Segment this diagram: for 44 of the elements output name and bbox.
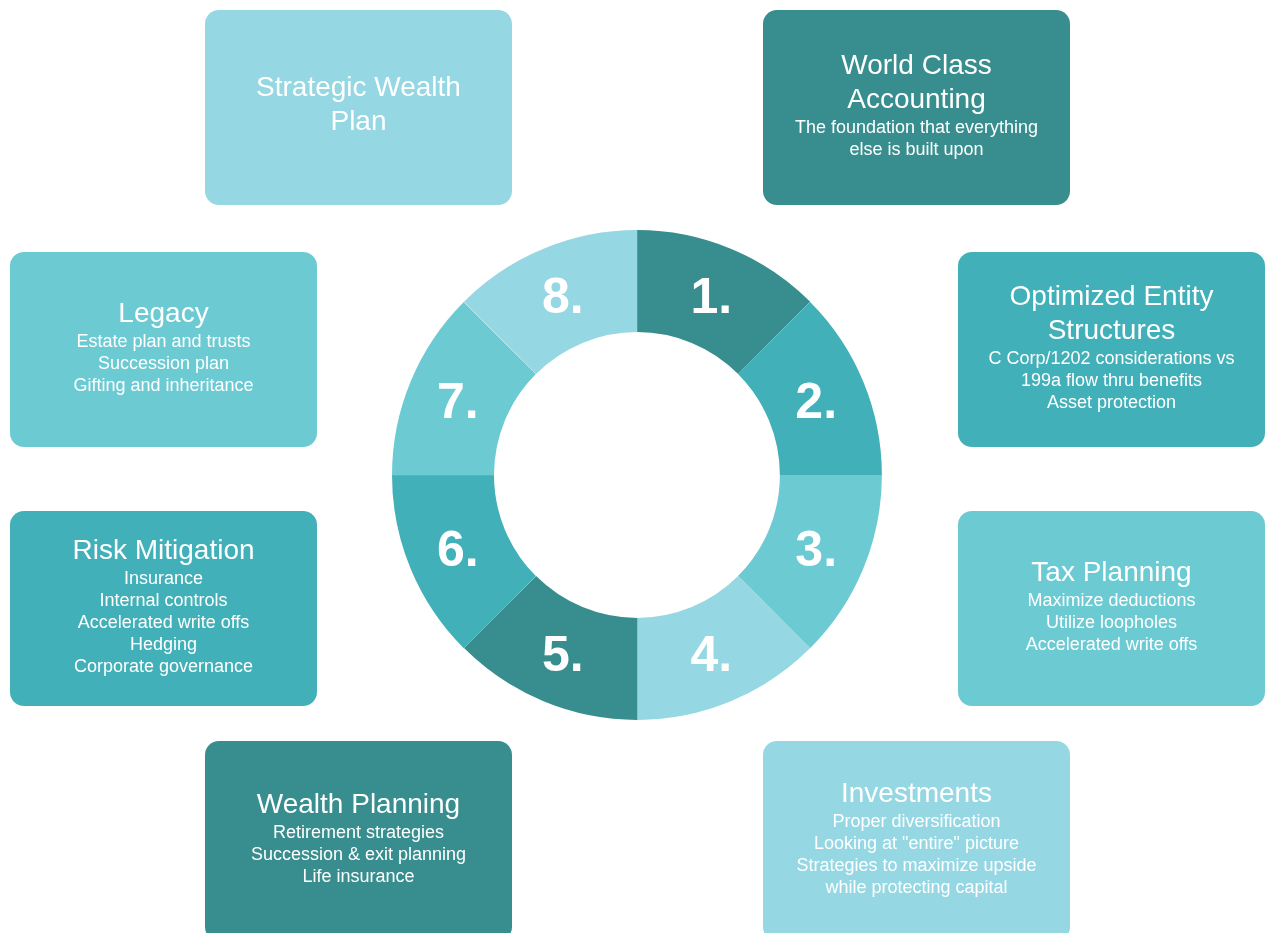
topic-card — [205, 10, 512, 205]
card-text: Accelerated write offs — [1025, 632, 1198, 655]
card-title: Risk Mitigation — [72, 532, 255, 567]
card-title: Wealth Planning — [256, 787, 461, 821]
card-text: Maximize deductions — [1027, 588, 1196, 611]
card-text: Asset protection — [1046, 390, 1177, 413]
step-number: 3. — [795, 524, 838, 575]
card-text: Hedging — [129, 632, 198, 655]
card-text: Insurance — [123, 566, 204, 589]
step-number: 8. — [541, 270, 584, 321]
card-title: Legacy — [118, 295, 209, 330]
card-text: Retirement strategies — [272, 821, 445, 843]
topic-card — [958, 511, 1265, 706]
card-text: Succession & exit planning — [250, 843, 467, 865]
card-text: Looking at "entire" picture — [814, 832, 1019, 854]
topic-card — [10, 511, 317, 706]
card-text: Accelerated write offs — [77, 610, 250, 633]
card-title: Optimized Entity Structures — [1008, 278, 1215, 347]
card-text: Corporate governance — [73, 654, 254, 677]
card-text: C Corp/1202 considerations vs 199a flow thru benefits — [987, 346, 1236, 391]
card-title: Investments — [841, 776, 992, 810]
topic-card — [10, 252, 317, 447]
card-text: The foundation that everything else is built upon — [793, 115, 1040, 160]
card-text: Life insurance — [302, 865, 415, 887]
card-text: Strategies to maximize upside while protecting capital — [795, 854, 1038, 898]
topic-card — [763, 741, 1070, 933]
topic-card — [763, 10, 1070, 205]
card-text: Succession plan — [97, 351, 230, 374]
step-number: 7. — [436, 375, 479, 426]
step-number: 6. — [436, 524, 479, 575]
card-title: Strategic Wealth Plan — [255, 69, 462, 138]
topic-card — [958, 252, 1265, 447]
card-text: Proper diversification — [832, 810, 1001, 832]
step-number: 4. — [690, 629, 733, 680]
card-title: World Class Accounting — [840, 47, 993, 116]
card-text: Utilize loopholes — [1045, 610, 1178, 633]
card-text: Gifting and inheritance — [73, 373, 254, 396]
step-number: 5. — [541, 629, 584, 680]
card-title: Tax Planning — [1031, 554, 1192, 589]
topic-card — [205, 741, 512, 933]
step-number: 1. — [690, 270, 733, 321]
card-text: Estate plan and trusts — [76, 329, 251, 352]
step-number: 2. — [795, 375, 838, 426]
card-text: Internal controls — [99, 588, 228, 611]
